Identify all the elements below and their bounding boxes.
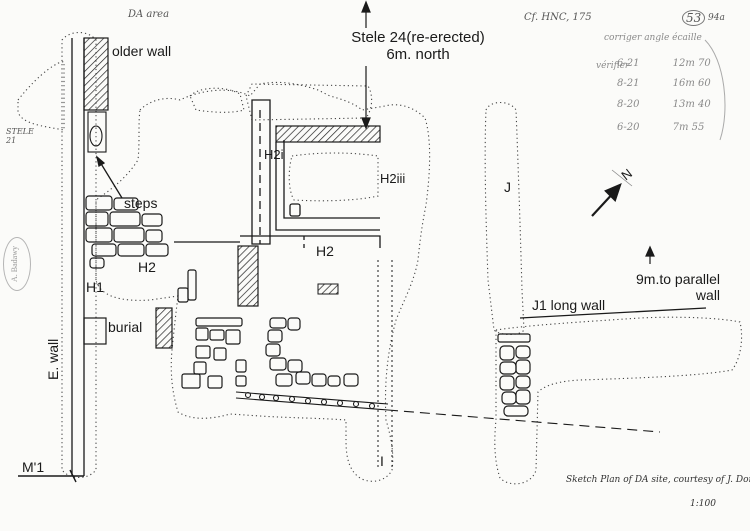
north-wall-hatched bbox=[275, 125, 381, 143]
h2-lower-label: H2 bbox=[138, 259, 156, 275]
page-number-suffix: 94a bbox=[708, 13, 725, 23]
scale-note-verify: vérifier bbox=[596, 61, 630, 71]
reference-note: Cf. HNC, 175 bbox=[524, 12, 592, 23]
outline-trench-j bbox=[484, 101, 525, 336]
lower-room-stones bbox=[155, 269, 359, 389]
m1-marker bbox=[18, 469, 84, 483]
m1-label: M'1 bbox=[22, 459, 45, 475]
steps-label: steps bbox=[124, 195, 158, 211]
outline-trench-j1 bbox=[494, 316, 743, 485]
south-foundation bbox=[235, 391, 389, 411]
h2iii-label: H2iii bbox=[380, 171, 406, 186]
h2-upper-label: H2 bbox=[316, 243, 334, 259]
older-wall-label: older wall bbox=[112, 43, 172, 59]
parallel-wall-label: 9m.to parallel wall bbox=[636, 271, 721, 303]
j1-long-wall-label: J1 long wall bbox=[532, 297, 606, 313]
h1-label: H1 bbox=[86, 279, 104, 295]
plan-caption: Sketch Plan of DA site, courtesy of J. D… bbox=[566, 475, 750, 485]
parallel-wall-arrow bbox=[645, 245, 655, 264]
central-wall-hatched bbox=[237, 245, 259, 307]
alignment-dashed-line bbox=[387, 409, 661, 433]
h2-walls bbox=[174, 99, 381, 250]
scale-row: 8-20 13m 40 bbox=[617, 99, 711, 110]
older-wall-lower bbox=[87, 111, 107, 153]
scale-row: 8-21 16m 60 bbox=[617, 78, 711, 89]
scale-row: 6-21 12m 70 bbox=[617, 58, 711, 69]
j1-long-wall bbox=[519, 307, 707, 319]
edge-stamp: A. Badawy bbox=[3, 237, 31, 291]
h2i-label: H2i bbox=[264, 147, 284, 162]
scale-note-bracket bbox=[704, 39, 726, 141]
older-wall-stone bbox=[89, 125, 103, 147]
e-wall-label: E. wall bbox=[45, 338, 61, 380]
burial-outline bbox=[83, 317, 107, 345]
outline-north-west bbox=[17, 61, 65, 131]
outline-h2iii-court bbox=[288, 152, 379, 202]
trench-i-walls bbox=[377, 260, 393, 470]
outline-west-strip bbox=[61, 31, 97, 479]
east-wall bbox=[71, 38, 85, 476]
scale-row: 6-20 7m 55 bbox=[617, 122, 705, 133]
stele21-label: STELE 21 bbox=[6, 127, 34, 145]
top-left-note: DA area bbox=[128, 9, 170, 20]
h2-hatched-mark bbox=[317, 283, 339, 295]
i-label: I bbox=[380, 453, 384, 469]
j1-stones bbox=[497, 333, 531, 417]
stele24-arrow bbox=[361, 0, 371, 130]
steps-stones bbox=[85, 195, 169, 269]
steps-arrow bbox=[95, 155, 123, 199]
outline-stele24-area bbox=[245, 83, 373, 121]
page-number: 53 bbox=[682, 10, 706, 26]
plan-scale: 1:100 bbox=[690, 499, 716, 509]
burial-label: burial bbox=[108, 319, 143, 335]
stele24-label: Stele 24(re-erected) 6m. north bbox=[351, 29, 485, 63]
outline-h2-room bbox=[189, 87, 245, 113]
north-arrow-icon bbox=[591, 169, 633, 217]
older-wall-hatched bbox=[83, 37, 109, 111]
j-label: J bbox=[504, 179, 511, 195]
scale-note-title: corriger angle écaille bbox=[604, 33, 702, 43]
